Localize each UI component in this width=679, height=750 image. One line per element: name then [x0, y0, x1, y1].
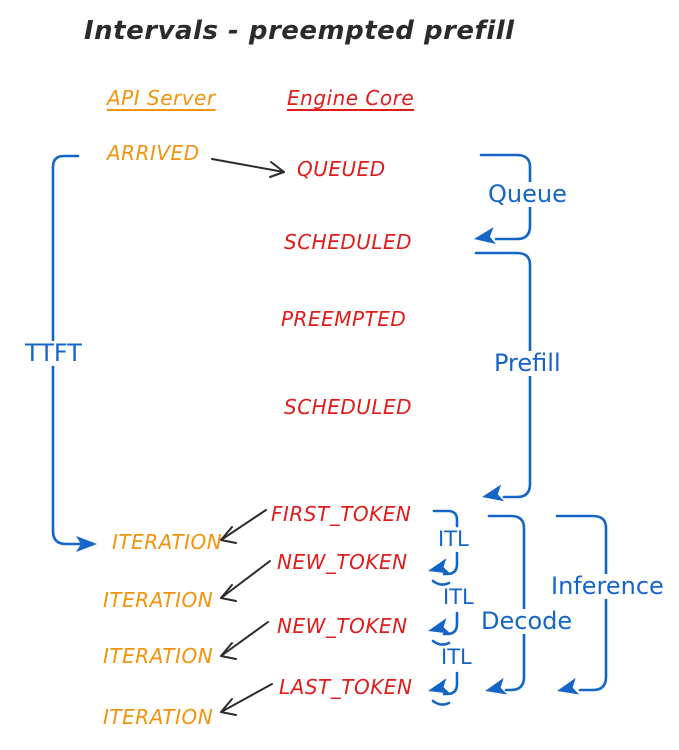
itl-brackets: [428, 509, 459, 706]
decode-arrowhead: [485, 677, 508, 695]
arrow-lasttoken-to-iteration: [220, 683, 273, 716]
decode-bracket: [485, 514, 526, 695]
event-last-token: LAST_TOKEN: [279, 675, 413, 699]
inference-arrowhead: [557, 677, 580, 695]
interval-label-inference: Inference: [548, 573, 667, 600]
event-preempted: PREEMPTED: [281, 307, 407, 331]
interval-label-decode: Decode: [478, 608, 576, 635]
prefill-arrowhead: [482, 484, 505, 502]
arrow-newtoken1-to-iteration: [220, 560, 271, 602]
prefill-bracket: [474, 251, 532, 502]
arrow-arrived-to-queued: [211, 158, 285, 178]
inference-bracket: [555, 514, 608, 695]
diagram-title: Intervals - preempted prefill: [84, 16, 515, 46]
event-queued: QUEUED: [297, 157, 386, 181]
event-iteration-4: ITERATION: [103, 705, 214, 729]
column-header-api-server: API Server: [107, 86, 216, 110]
interval-label-itl-3: ITL: [440, 645, 473, 669]
event-iteration-2: ITERATION: [103, 588, 214, 612]
event-scheduled-1: SCHEDULED: [284, 230, 413, 254]
event-new-token-2: NEW_TOKEN: [277, 614, 408, 638]
itl-arrowhead-1: [428, 558, 451, 574]
event-iteration-3: ITERATION: [103, 644, 214, 668]
column-header-engine-core: Engine Core: [287, 86, 415, 110]
arrow-firsttoken-to-iteration: [220, 509, 267, 544]
event-scheduled-2: SCHEDULED: [284, 395, 413, 419]
ttft-arrowhead: [76, 536, 97, 552]
interval-label-itl-2: ITL: [442, 585, 475, 609]
event-first-token: FIRST_TOKEN: [271, 502, 412, 526]
interval-label-itl-1: ITL: [437, 527, 470, 551]
interval-label-ttft: TTFT: [22, 340, 85, 367]
queue-arrowhead: [474, 227, 496, 244]
event-iteration-1: ITERATION: [112, 530, 223, 554]
event-new-token-1: NEW_TOKEN: [277, 550, 408, 574]
interval-label-queue: Queue: [485, 181, 570, 208]
itl-arrowhead-3: [428, 678, 451, 694]
itl-arrowhead-2: [428, 618, 451, 634]
arrow-newtoken2-to-iteration: [220, 621, 269, 660]
itl-top-curve: [432, 509, 459, 528]
event-arrived: ARRIVED: [107, 141, 200, 165]
interval-label-prefill: Prefill: [491, 350, 564, 377]
